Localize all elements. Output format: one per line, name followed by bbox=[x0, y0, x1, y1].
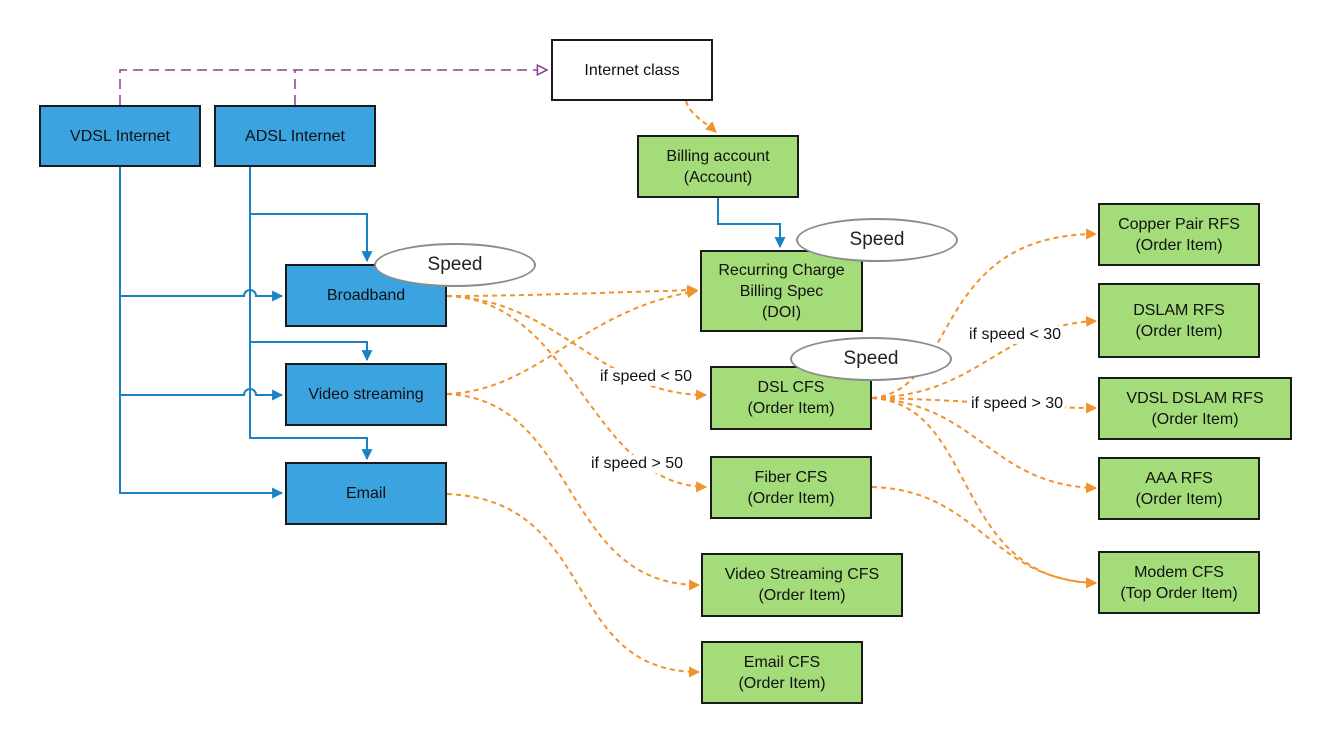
recurring-charge-node: Recurring Charge Billing Spec (DOI) bbox=[700, 250, 863, 332]
vdsl-vertical-edge bbox=[119, 167, 284, 499]
aaa-rfs-line1: AAA RFS bbox=[1145, 469, 1213, 487]
dslam-rfs-line2: (Order Item) bbox=[1135, 322, 1223, 340]
inheritance-links bbox=[119, 70, 547, 105]
copper-pair-rfs-line1: Copper Pair RFS bbox=[1118, 215, 1240, 233]
speed-attribute-dsl-label: Speed bbox=[843, 348, 899, 369]
billing-account-line1: Billing account bbox=[666, 147, 770, 165]
adsl-internet-label: ADSL Internet bbox=[245, 127, 345, 145]
edge-label-speed-lt-50: if speed < 50 bbox=[598, 368, 695, 386]
email-node: Email bbox=[285, 462, 447, 525]
aaa-rfs-line2: (Order Item) bbox=[1135, 490, 1223, 508]
email-label: Email bbox=[345, 485, 386, 502]
edge-label-speed-gt-30: if speed > 30 bbox=[969, 395, 1066, 413]
video-to-video-cfs-edge bbox=[446, 393, 701, 591]
recurring-charge-line1: Recurring Charge bbox=[718, 261, 845, 279]
vdsl-dslam-rfs-line2: (Order Item) bbox=[1151, 410, 1239, 428]
edge-label-speed-gt-50: if speed > 50 bbox=[589, 455, 686, 473]
adsl-internet-node: ADSL Internet bbox=[214, 105, 376, 167]
vdsl-to-video-edge bbox=[120, 388, 284, 401]
broadband-to-recurring-edge bbox=[446, 284, 699, 297]
email-cfs-line2: (Order Item) bbox=[738, 674, 826, 692]
video-streaming-cfs-line2: (Order Item) bbox=[758, 587, 846, 604]
broadband-node: Broadband bbox=[285, 264, 447, 327]
vdsl-to-internet-class-edge bbox=[119, 70, 547, 105]
recurring-charge-line2: Billing Spec bbox=[739, 282, 824, 300]
internet-class-label: Internet class bbox=[584, 61, 680, 79]
copper-pair-rfs-line2: (Order Item) bbox=[1135, 236, 1223, 254]
vdsl-dslam-rfs-line1: VDSL DSLAM RFS bbox=[1126, 389, 1264, 407]
fiber-to-modem-edge bbox=[871, 486, 1098, 589]
modem-cfs-line1: Modem CFS bbox=[1134, 563, 1224, 581]
internet-class-to-billing-edge bbox=[685, 100, 717, 133]
email-cfs-node: Email CFS (Order Item) bbox=[701, 641, 863, 704]
billing-account-node: Billing account (Account) bbox=[637, 135, 799, 198]
dsl-to-dslam-edge bbox=[871, 315, 1098, 399]
vdsl-to-broadband-edge bbox=[120, 289, 284, 302]
speed-attribute-recurring-label: Speed bbox=[849, 229, 905, 250]
modem-cfs-line2: (Top Order Item) bbox=[1120, 584, 1238, 602]
email-to-email-cfs-edge bbox=[446, 493, 701, 678]
video-to-recurring-edge bbox=[446, 287, 699, 395]
vdsl-internet-label: VDSL Internet bbox=[70, 127, 170, 145]
dslam-rfs-line1: DSLAM RFS bbox=[1133, 301, 1225, 319]
adsl-vertical-edge bbox=[249, 167, 373, 461]
adsl-to-video-edge bbox=[250, 341, 373, 362]
edge-label-speed-lt-30: if speed < 30 bbox=[967, 326, 1064, 344]
email-cfs-line1: Email CFS bbox=[743, 653, 821, 671]
speed-attribute-broadband: Speed bbox=[374, 243, 536, 287]
speed-attribute-recurring: Speed bbox=[796, 218, 958, 262]
vdsl-dslam-rfs-node: VDSL DSLAM RFS (Order Item) bbox=[1098, 377, 1292, 440]
dsl-cfs-line2: (Order Item) bbox=[747, 400, 835, 417]
vdsl-internet-node: VDSL Internet bbox=[39, 105, 201, 167]
fiber-cfs-line2: (Order Item) bbox=[747, 489, 835, 507]
fiber-cfs-line1: Fiber CFS bbox=[754, 468, 828, 486]
dslam-rfs-node: DSLAM RFS (Order Item) bbox=[1098, 283, 1260, 358]
fiber-cfs-node: Fiber CFS (Order Item) bbox=[710, 456, 872, 519]
video-streaming-label: Video streaming bbox=[308, 386, 424, 403]
dsl-to-copper-edge bbox=[871, 228, 1098, 399]
speed-attribute-broadband-label: Speed bbox=[427, 254, 483, 275]
dependency-links bbox=[446, 100, 1098, 678]
video-streaming-cfs-node: Video Streaming CFS (Order Item) bbox=[701, 553, 903, 617]
copper-pair-rfs-node: Copper Pair RFS (Order Item) bbox=[1098, 203, 1260, 266]
video-streaming-cfs-line1: Video Streaming CFS bbox=[724, 566, 880, 583]
aaa-rfs-node: AAA RFS (Order Item) bbox=[1098, 457, 1260, 520]
video-streaming-node: Video streaming bbox=[285, 363, 447, 426]
dsl-to-modem-edge bbox=[871, 397, 1098, 589]
dsl-cfs-line1: DSL CFS bbox=[757, 379, 825, 396]
broadband-to-fiber-edge bbox=[446, 295, 708, 493]
billing-to-recurring-edge bbox=[717, 198, 786, 249]
dsl-to-aaa-edge bbox=[871, 397, 1098, 494]
modem-cfs-node: Modem CFS (Top Order Item) bbox=[1098, 551, 1260, 614]
internet-class-node: Internet class bbox=[551, 39, 713, 101]
recurring-charge-line3: (DOI) bbox=[761, 303, 802, 321]
billing-account-line2: (Account) bbox=[683, 168, 753, 186]
adsl-to-broadband-edge bbox=[250, 213, 373, 263]
broadband-to-dsl-edge bbox=[446, 295, 708, 401]
broadband-label: Broadband bbox=[326, 287, 406, 304]
composition-links bbox=[119, 167, 786, 499]
speed-attribute-dsl: Speed bbox=[790, 337, 952, 381]
